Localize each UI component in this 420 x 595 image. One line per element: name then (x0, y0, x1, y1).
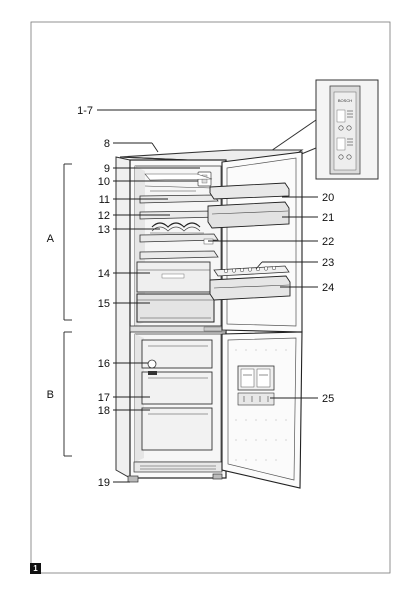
label-17: 17 (98, 392, 110, 404)
label-A: A (47, 233, 55, 245)
svg-text:BOSCH: BOSCH (338, 98, 352, 103)
label-9: 9 (104, 163, 110, 175)
callouts-right: 20 21 22 23 24 25 (208, 192, 334, 405)
label-1-7: 1-7 (77, 105, 93, 117)
label-23: 23 (322, 257, 334, 269)
label-20: 20 (322, 192, 334, 204)
figure-number-badge: 1 (30, 563, 41, 574)
freezer-door (221, 331, 303, 489)
bracket-b (63, 331, 72, 457)
label-10: 10 (98, 176, 110, 188)
label-25: 25 (322, 393, 334, 405)
callouts-left: 1-7 8 9 10 11 12 13 14 15 16 17 18 19 (77, 105, 316, 489)
label-14: 14 (98, 268, 110, 280)
refrigerator-body (115, 149, 304, 483)
page-border (30, 21, 391, 574)
freezer-drawers (141, 339, 213, 451)
crisper-drawer (136, 261, 211, 293)
label-16: 16 (98, 358, 110, 370)
bottle-rack (150, 222, 204, 234)
label-13: 13 (98, 224, 110, 236)
label-8: 8 (104, 138, 110, 150)
label-15: 15 (98, 298, 110, 310)
chiller-drawer (136, 293, 215, 323)
label-12: 12 (98, 210, 110, 222)
label-24: 24 (322, 282, 334, 294)
label-19: 19 (98, 477, 110, 489)
fridge-door (207, 151, 303, 333)
control-panel-inset: BOSCH (267, 79, 379, 180)
label-B: B (47, 389, 54, 401)
label-18: 18 (98, 405, 110, 417)
bracket-a (63, 163, 72, 321)
label-22: 22 (322, 236, 334, 248)
label-21: 21 (322, 212, 334, 224)
label-11: 11 (99, 194, 110, 206)
